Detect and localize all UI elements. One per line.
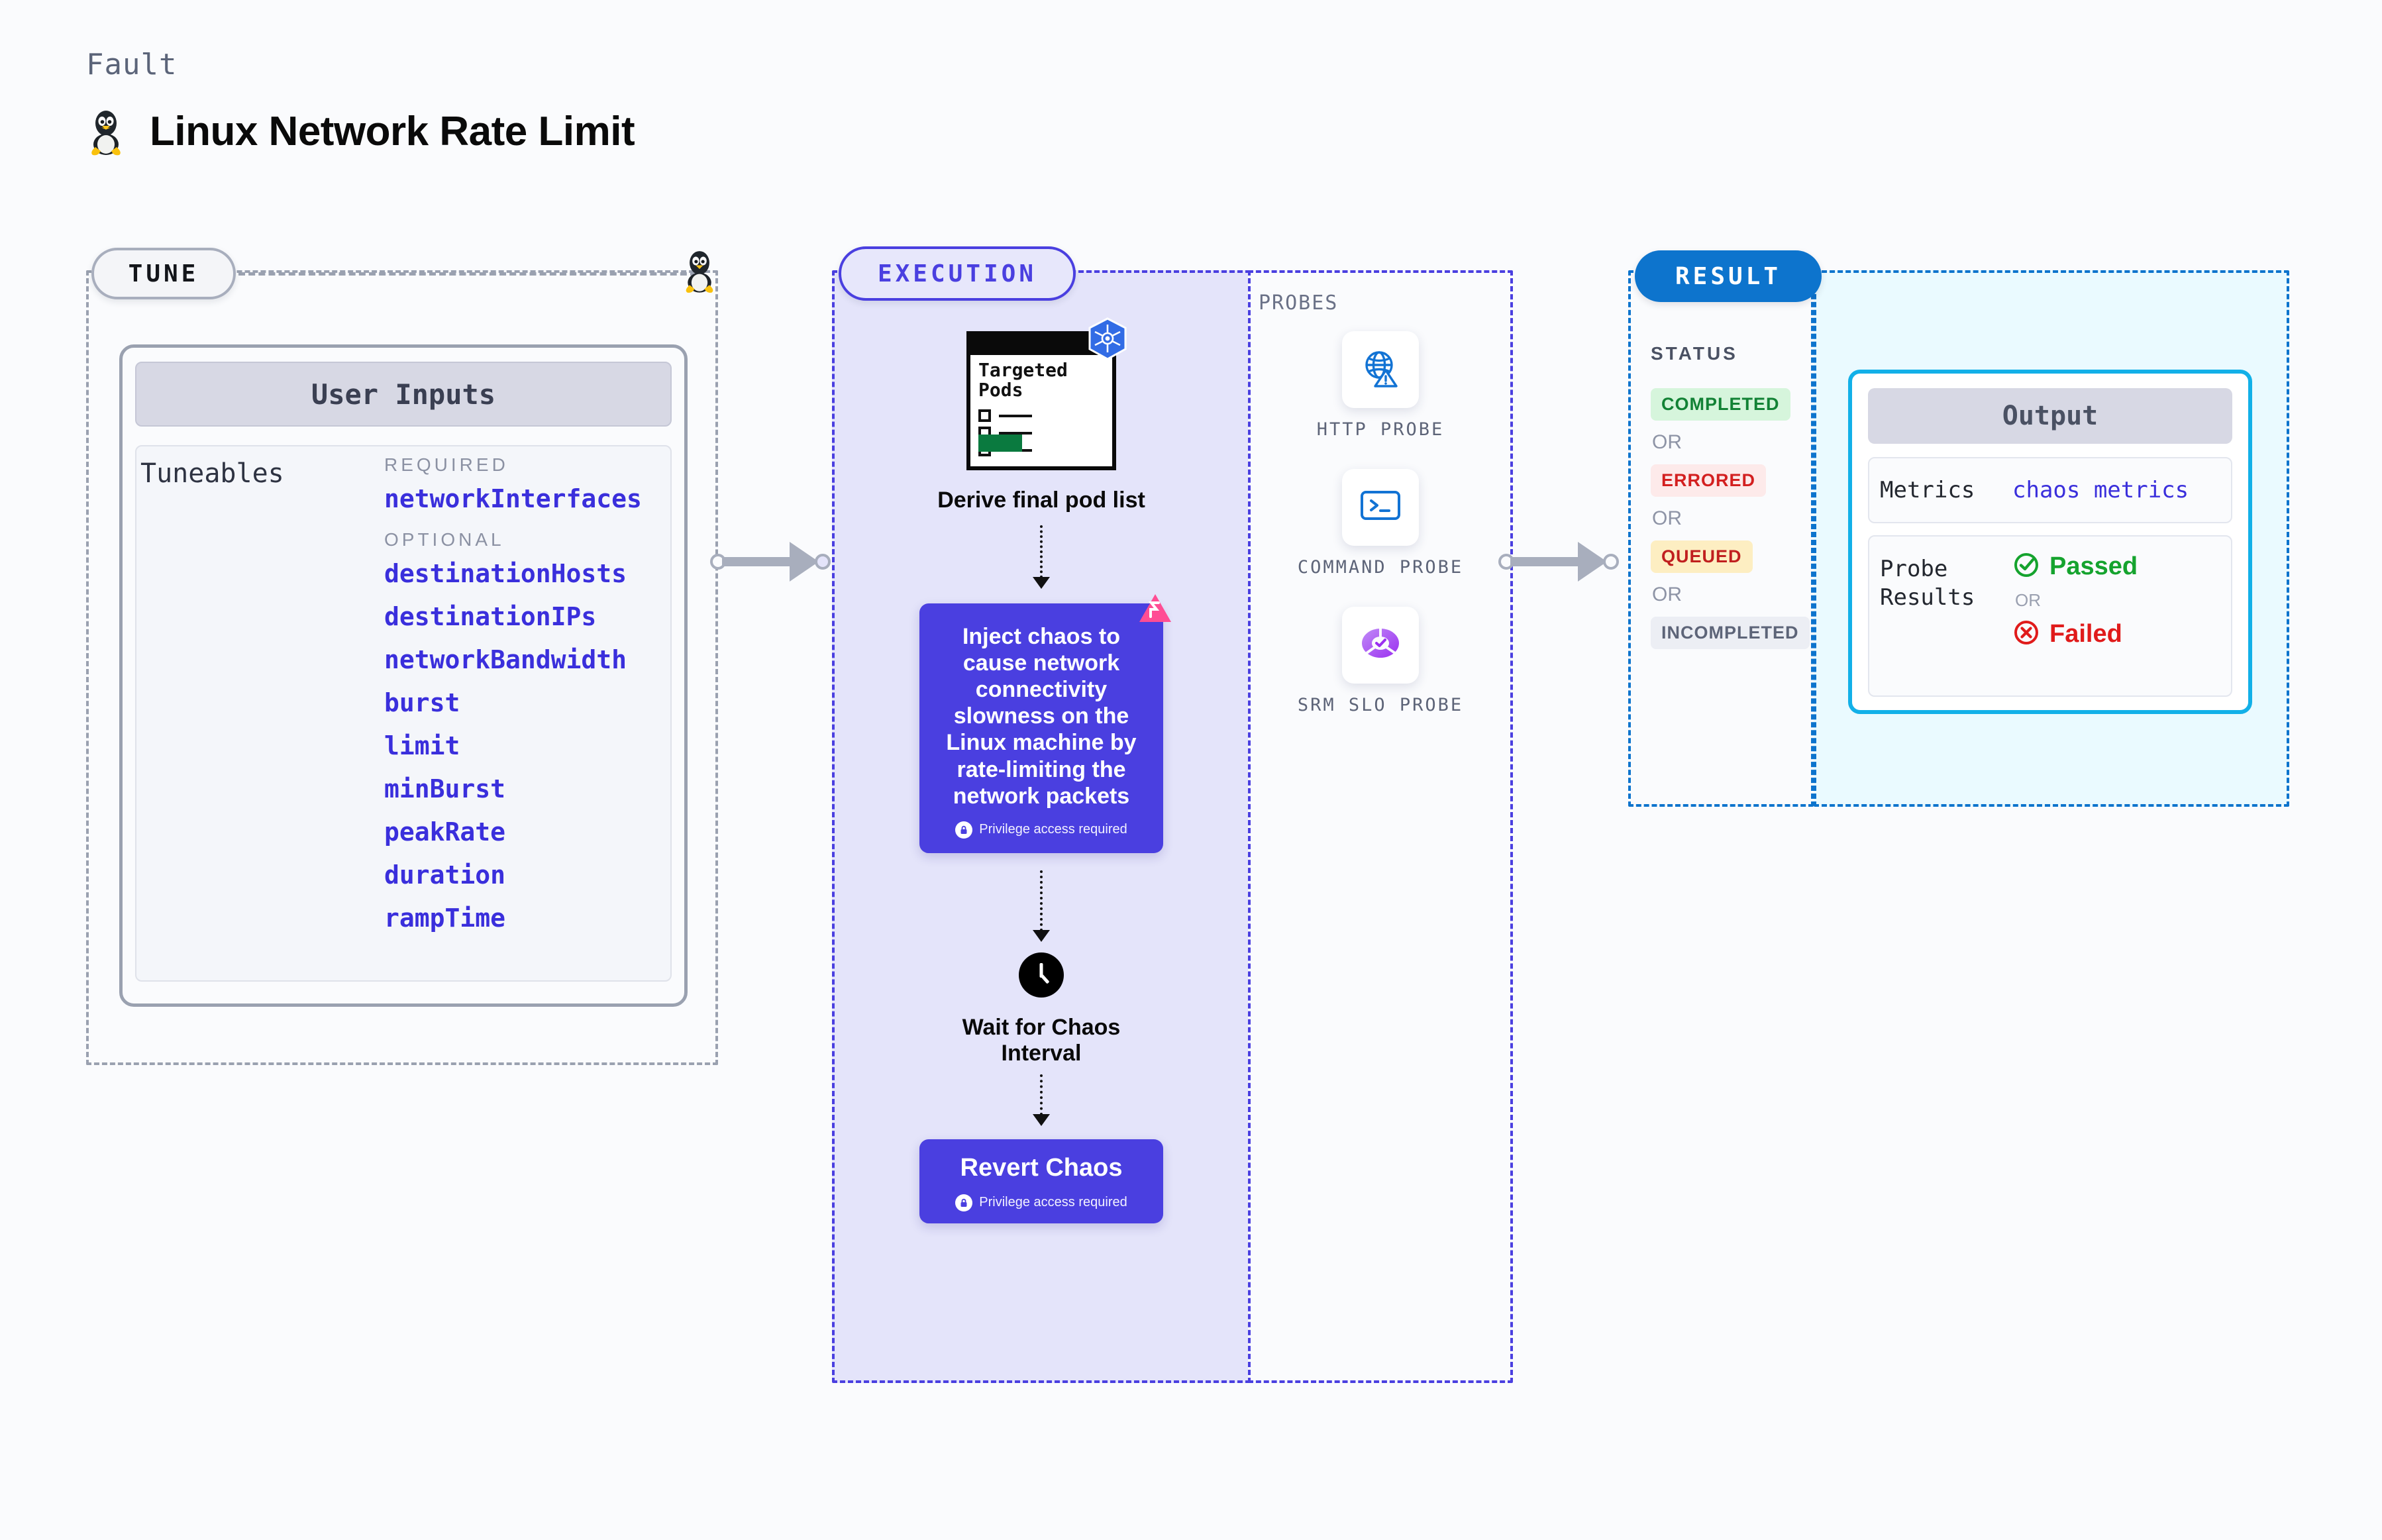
probe-item-srm-slo[interactable]: SRM SLO PROBE	[1297, 606, 1464, 717]
connector-end-dot	[1603, 554, 1619, 570]
probe-result-failed: Failed	[2012, 619, 2138, 650]
tuneable-duration[interactable]: duration	[384, 860, 506, 890]
execution-flow: Targeted Pods	[832, 317, 1251, 1223]
status-badge-errored: ERRORED	[1651, 464, 1767, 497]
checkbox-icon	[978, 409, 991, 422]
user-inputs-title: User Inputs	[135, 362, 672, 427]
tune-linux-penguin-icon	[681, 246, 718, 297]
probe-results-values: Passed OR Failed	[2012, 551, 2138, 695]
probe-tile	[1341, 468, 1419, 546]
tune-region	[86, 270, 718, 1065]
page-title: Linux Network Rate Limit	[150, 108, 635, 154]
tuneable-limit[interactable]: limit	[384, 731, 460, 760]
failed-label: Failed	[2049, 620, 2122, 648]
globe-alert-icon	[1359, 346, 1402, 393]
probe-item-command[interactable]: COMMAND PROBE	[1297, 468, 1464, 579]
inject-privilege-row: Privilege access required	[938, 821, 1145, 839]
tuneable-burst[interactable]: burst	[384, 688, 460, 717]
revert-chaos-card[interactable]: Revert Chaos Privilege access required	[919, 1139, 1163, 1223]
status-badge-queued: QUEUED	[1651, 540, 1753, 573]
user-inputs-body	[135, 445, 672, 982]
probe-result-passed: Passed	[2012, 551, 2138, 582]
status-or-3: OR	[1652, 584, 1682, 605]
tuneable-networkbandwidth[interactable]: networkBandwidth	[384, 645, 627, 674]
doc-green-bar	[978, 435, 1022, 452]
tuneable-peakrate[interactable]: peakRate	[384, 817, 506, 847]
probe-label-srm-slo: SRM SLO PROBE	[1297, 694, 1464, 715]
probes-region	[1248, 270, 1513, 1383]
tuneables-list: REQUIRED networkInterfaces OPTIONAL dest…	[384, 454, 662, 949]
terminal-icon	[1359, 487, 1402, 527]
doc-title: Targeted Pods	[978, 359, 1068, 401]
output-title: Output	[1868, 388, 2232, 444]
lock-icon	[955, 1194, 973, 1211]
probe-result-or: OR	[2015, 590, 2041, 610]
checklist-row	[978, 409, 1032, 422]
status-badge-completed: COMPLETED	[1651, 388, 1790, 421]
flow-arrow-1	[1033, 525, 1050, 589]
flow-arrow-2	[1033, 870, 1050, 942]
inject-chaos-card[interactable]: Inject chaos to cause network connectivi…	[919, 594, 1171, 853]
lock-icon	[955, 821, 973, 839]
slo-donut-check-icon	[1359, 623, 1402, 667]
check-circle-icon	[2012, 551, 2040, 582]
probe-label-command: COMMAND PROBE	[1297, 556, 1464, 578]
tuneable-minburst[interactable]: minBurst	[384, 774, 506, 803]
probes-list: HTTP PROBE COMMAND PROBE	[1248, 331, 1513, 716]
linux-penguin-icon	[86, 106, 126, 156]
clock-icon	[1019, 952, 1064, 998]
revert-privilege-row: Privilege access required	[938, 1194, 1145, 1211]
metrics-key: Metrics	[1880, 477, 1975, 503]
probes-label: PROBES	[1259, 291, 1339, 315]
connector-end-dot	[815, 554, 831, 570]
probe-label-http: HTTP PROBE	[1316, 419, 1445, 440]
tuneable-destinationips[interactable]: destinationIPs	[384, 602, 597, 631]
tuneable-ramptime[interactable]: rampTime	[384, 903, 506, 933]
connector-arrowhead	[790, 542, 819, 582]
page-kicker: Fault	[86, 48, 178, 81]
line-placeholder	[999, 414, 1032, 417]
status-or-1: OR	[1652, 431, 1682, 453]
tune-badge[interactable]: TUNE	[91, 248, 236, 299]
result-badge[interactable]: RESULT	[1635, 250, 1822, 302]
page-header: Linux Network Rate Limit	[86, 106, 635, 156]
passed-label: Passed	[2049, 552, 2138, 580]
line-placeholder	[999, 431, 1032, 435]
tuneables-group-label-required: REQUIRED	[384, 454, 509, 475]
connector-bar	[722, 557, 791, 566]
revert-chaos-title: Revert Chaos	[960, 1153, 1123, 1182]
status-or-2: OR	[1652, 507, 1682, 529]
probe-tile	[1341, 606, 1419, 684]
connector-tune-to-execution	[710, 542, 831, 582]
tuneables-group-label-optional: OPTIONAL	[384, 529, 505, 550]
execution-badge[interactable]: EXECUTION	[839, 246, 1076, 301]
status-badge-incompleted: INCOMPLETED	[1651, 617, 1810, 649]
connector-bar	[1510, 557, 1579, 566]
status-options: COMPLETED OR ERRORED OR QUEUED OR INCOMP…	[1651, 388, 1810, 649]
tuneable-destinationhosts[interactable]: destinationHosts	[384, 559, 627, 588]
result-region	[1628, 270, 1814, 807]
inject-chaos-text: Inject chaos to cause network connectivi…	[946, 624, 1137, 809]
probe-item-http[interactable]: HTTP PROBE	[1317, 331, 1445, 441]
revert-privilege-label: Privilege access required	[979, 1195, 1127, 1210]
output-metrics-row: Metrics chaos metrics	[1868, 457, 2232, 523]
derive-pod-list-caption: Derive final pod list	[937, 488, 1145, 513]
wait-chaos-caption: Wait for Chaos Interval	[962, 1014, 1121, 1066]
inject-privilege-label: Privilege access required	[979, 822, 1127, 837]
output-probe-results-row: Probe Results Passed OR	[1868, 535, 2232, 697]
connector-execution-to-result	[1498, 542, 1619, 582]
probe-results-key: Probe Results	[1880, 556, 1975, 611]
flow-arrow-3	[1033, 1074, 1050, 1126]
tuneables-label: Tuneables	[140, 458, 284, 489]
targeted-pods-doc-icon: Targeted Pods	[966, 317, 1127, 470]
litmus-chaos-icon	[1137, 591, 1174, 629]
connector-arrowhead	[1578, 542, 1607, 582]
status-label: STATUS	[1651, 343, 1738, 364]
x-circle-icon	[2012, 619, 2040, 650]
metrics-value[interactable]: chaos metrics	[2012, 477, 2189, 503]
tune-dashed-connector	[238, 272, 697, 276]
tuneable-networkinterfaces[interactable]: networkInterfaces	[384, 484, 642, 513]
probe-tile	[1342, 331, 1419, 408]
kubernetes-icon	[1084, 317, 1131, 363]
